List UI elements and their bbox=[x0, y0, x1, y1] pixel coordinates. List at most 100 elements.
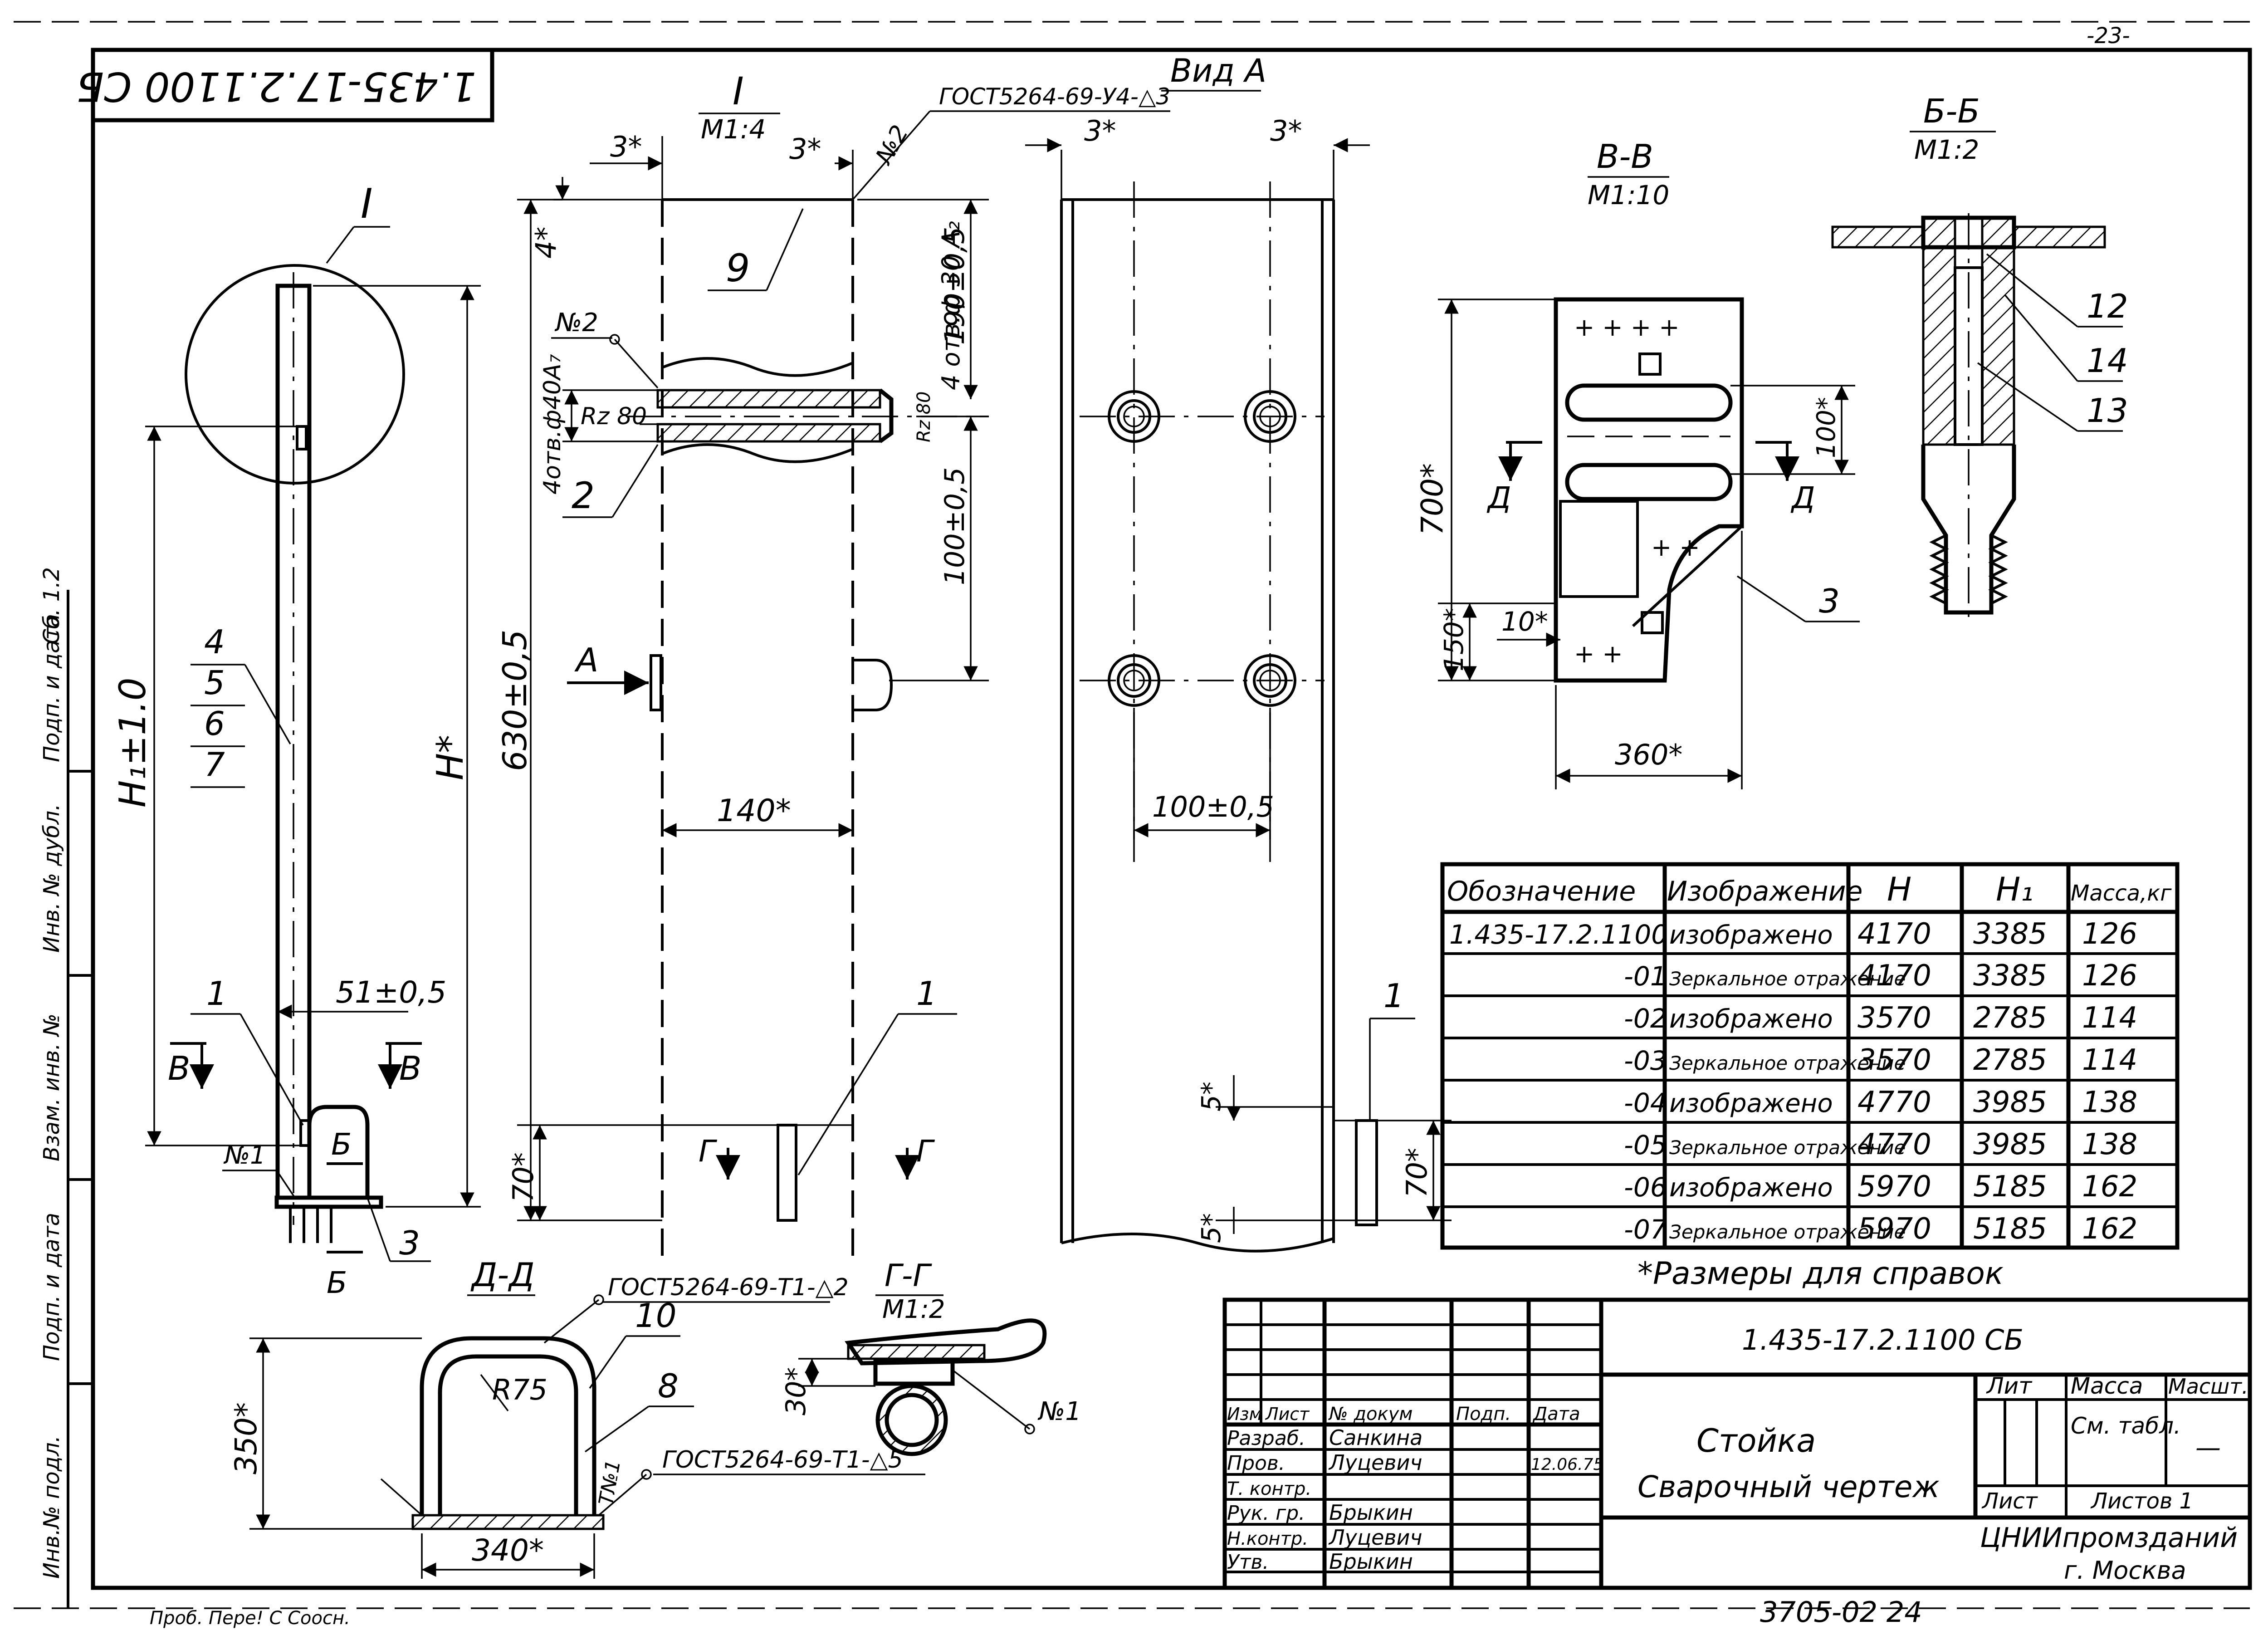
tb-col-ndoc: № докум bbox=[1328, 1404, 1413, 1425]
svg-text:+ +: + + bbox=[1651, 533, 1700, 562]
table-footnote: *Размеры для справок bbox=[1637, 1256, 2004, 1292]
table-row-0-mass: 126 bbox=[2082, 917, 2137, 951]
tb-person-0: Санкина bbox=[1329, 1425, 1422, 1450]
tb-role-2: Т. контр. bbox=[1227, 1478, 1311, 1499]
table-row-2-mass: 114 bbox=[2082, 1001, 2137, 1035]
section-BsBs-scale: М1:2 bbox=[1914, 134, 1979, 165]
detail-I-title: I bbox=[733, 69, 744, 113]
detail-I-pos-9: 9 bbox=[726, 246, 750, 290]
part-7: 7 bbox=[204, 745, 225, 783]
detail-I-section-G-left: Г bbox=[699, 1134, 718, 1169]
detail-I-dim-630: 630±0,5 bbox=[496, 630, 534, 771]
tb-massa: Масса bbox=[2071, 1373, 2143, 1399]
detail-I-pos-1: 1 bbox=[916, 974, 937, 1013]
tb-col-izm: Изм bbox=[1227, 1404, 1262, 1424]
main-callout-I: I bbox=[361, 180, 373, 228]
strip-label-6: Сб. 1.2 bbox=[39, 567, 64, 644]
main-section-B-left: В bbox=[168, 1049, 190, 1087]
table-row-4-code: -04 bbox=[1624, 1087, 1667, 1118]
section-BB-scale: М1:10 bbox=[1588, 180, 1669, 211]
table-row-0-H1: 3385 bbox=[1973, 917, 2047, 951]
stamp-code: 1.435-17.2.1100 СБ bbox=[77, 63, 476, 110]
tb-person-4: Луцевич bbox=[1328, 1525, 1422, 1550]
table-row-5-code: -05 bbox=[1624, 1130, 1667, 1160]
view-A-dim-100: 100±0,5 bbox=[1152, 790, 1274, 823]
view-A: Вид А 3* 3* 100±0,5 1 70* bbox=[1025, 52, 1452, 1253]
view-A-dim-5a: 5* bbox=[1196, 1082, 1227, 1111]
table-header-1: Изображение bbox=[1667, 876, 1862, 907]
table-row-5-H1: 3985 bbox=[1973, 1128, 2047, 1161]
tb-lit: Лит bbox=[1986, 1373, 2033, 1399]
section-BB-dim-100: 100* bbox=[1812, 397, 1841, 458]
left-strip: Инв.№ подл. Подп. и дата Взам. инв. № Ин… bbox=[39, 567, 93, 1579]
table-row-1-mass: 126 bbox=[2082, 959, 2137, 993]
section-BB-dim-150: 150* bbox=[1438, 608, 1469, 671]
table-row-5-mass: 138 bbox=[2082, 1128, 2137, 1161]
table-row-6-H1: 5185 bbox=[1973, 1170, 2047, 1204]
table-row-5-img: Зеркальное отражение bbox=[1669, 1136, 1906, 1159]
strip-label-3: Взам. инв. № bbox=[39, 1013, 64, 1161]
detail-I-holes-30: 4 отв.ф 30 А₂ bbox=[937, 221, 965, 390]
stamp-rotated: 1.435-17.2.1100 СБ bbox=[77, 48, 494, 122]
title-block: Изм Лист № докум Подп. Дата Разраб. Пров… bbox=[1222, 1297, 2252, 1590]
part-5: 5 bbox=[204, 664, 225, 702]
table-row-4-H1: 3985 bbox=[1973, 1086, 2047, 1119]
section-BB-pos-3: 3 bbox=[1819, 582, 1840, 620]
strip-label-4: Инв. № дубл. bbox=[39, 804, 64, 953]
detail-I-dim-190: 190±0,5 bbox=[939, 227, 971, 345]
section-DD-weld-t: Т№1 bbox=[595, 1458, 626, 1507]
main-H1: H₁±1.0 bbox=[112, 678, 154, 808]
bottom-margin-note: Проб. Пере! С Соосн. bbox=[150, 1608, 350, 1629]
tb-role-5: Утв. bbox=[1227, 1551, 1269, 1574]
section-GG: Г-Г М1:2 30* №1 bbox=[780, 1258, 1081, 1456]
section-DD-pos-8: 8 bbox=[658, 1367, 679, 1405]
detail-I-pos-2: 2 bbox=[572, 475, 595, 517]
table-row-4-H: 4770 bbox=[1857, 1086, 1931, 1119]
svg-text:+ + + +: + + + + bbox=[1574, 313, 1679, 342]
section-BsBs-pos-12: 12 bbox=[2087, 287, 2128, 325]
table-row-1-H: 4170 bbox=[1857, 959, 1931, 993]
detail-I-dim-140: 140* bbox=[717, 793, 791, 829]
tb-sheet: Лист bbox=[1981, 1488, 2038, 1514]
sheet-number: -23- bbox=[2087, 23, 2130, 49]
main-pos-3: 3 bbox=[399, 1224, 420, 1262]
section-DD-dim-350: 350* bbox=[229, 1402, 264, 1474]
section-GG-dim-30: 30* bbox=[780, 1367, 812, 1415]
table-header-4: Масса,кг bbox=[2071, 881, 2172, 906]
detail-I-weld-no2-top: №2 bbox=[870, 121, 914, 170]
tb-person-5: Брыкин bbox=[1329, 1549, 1413, 1574]
section-GG-scale: М1:2 bbox=[882, 1295, 945, 1324]
main-section-Bs-bot: Б bbox=[327, 1265, 347, 1300]
detail-I-dim4: 4* bbox=[529, 227, 562, 259]
section-BB-dim-700: 700* bbox=[1415, 463, 1450, 535]
detail-I-holes-40: 4отв.ф40А₇ bbox=[539, 354, 566, 494]
detail-I-scale: М1:4 bbox=[701, 114, 766, 145]
tb-name-1: Стойка bbox=[1696, 1422, 1816, 1459]
detail-I-dim3a: 3* bbox=[610, 130, 642, 163]
table-row-0-H: 4170 bbox=[1857, 917, 1931, 951]
main-H: H* bbox=[429, 735, 471, 780]
detail-I-dim3b: 3* bbox=[789, 132, 821, 166]
detail-I-section-G-right: Г bbox=[916, 1134, 935, 1169]
detail-I: I М1:4 3* 3* №2 ГОСТ5264-69-У4-△3 4* 9 4… bbox=[496, 69, 1170, 1257]
section-BsBs-pos-13: 13 bbox=[2087, 392, 2128, 430]
tb-col-list: Лист bbox=[1265, 1404, 1310, 1424]
tb-person-3: Брыкин bbox=[1329, 1500, 1413, 1525]
detail-I-dim-100: 100±0,5 bbox=[939, 467, 971, 585]
table-row-1-H1: 3385 bbox=[1973, 959, 2047, 993]
part-4: 4 bbox=[204, 623, 225, 661]
tb-role-4: Н.контр. bbox=[1227, 1528, 1308, 1549]
section-BB-title: В-В bbox=[1597, 137, 1653, 176]
table-row-3-mass: 114 bbox=[2082, 1043, 2137, 1077]
detail-I-rz-left: Rz 80 bbox=[581, 403, 647, 430]
detail-I-gost-top: ГОСТ5264-69-У4-△3 bbox=[939, 83, 1170, 110]
view-A-dim-70: 70* bbox=[1400, 1148, 1433, 1198]
table-row-2-img: изображено bbox=[1669, 1004, 1833, 1034]
strip-label-5: Подп. и дата bbox=[39, 614, 64, 762]
detail-I-dim-70: 70* bbox=[507, 1152, 540, 1202]
section-DD-pos-10: 10 bbox=[635, 1297, 677, 1335]
tb-masshtab-val: — bbox=[2195, 1433, 2221, 1463]
table-row-1-code: -01 bbox=[1624, 961, 1667, 992]
table-row-4-img: изображено bbox=[1669, 1089, 1833, 1118]
main-dim-51: 51±0,5 bbox=[336, 975, 446, 1010]
